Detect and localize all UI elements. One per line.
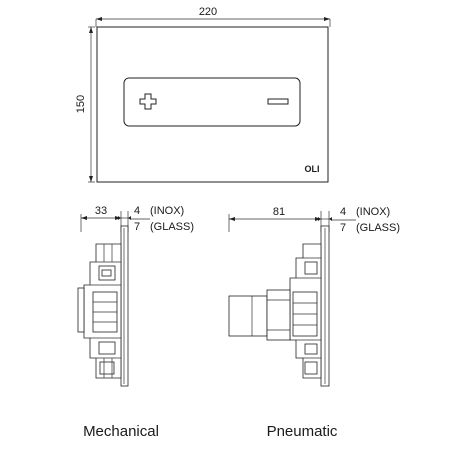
plus-icon [139,93,157,110]
mechanical-depth-label: 33 [95,205,107,217]
front-view: 220 150 OLI [75,6,331,183]
pneumatic-connector [228,295,268,337]
mechanical-side-view: 33 4 7 (INOX) (GLASS) [77,205,194,440]
pneumatic-mechanism [228,243,322,379]
flush-plate-front [96,26,329,183]
mechanical-mechanism [77,243,122,379]
pneumatic-thickness-glass: 7 [340,222,346,234]
pneumatic-glass-label: (GLASS) [356,222,400,234]
mechanical-glass-label: (GLASS) [150,221,194,233]
pneumatic-inox-label: (INOX) [356,206,390,218]
width-label: 220 [199,6,217,18]
mechanical-thickness-inox: 4 [134,205,140,217]
mechanical-inox-label: (INOX) [150,205,184,217]
pneumatic-caption: Pneumatic [267,423,338,440]
pneumatic-side-view: 81 4 7 (INOX) (GLASS) [228,206,400,440]
mechanical-caption: Mechanical [83,423,159,440]
button-panel [123,77,301,127]
mechanical-thickness-glass: 7 [134,221,140,233]
height-label: 150 [75,95,87,113]
pneumatic-thickness-inox: 4 [340,206,346,218]
brand-logo: OLI [305,164,320,174]
minus-icon [267,98,289,105]
mechanical-plate-section [120,225,129,387]
pneumatic-depth-label: 81 [273,206,285,218]
